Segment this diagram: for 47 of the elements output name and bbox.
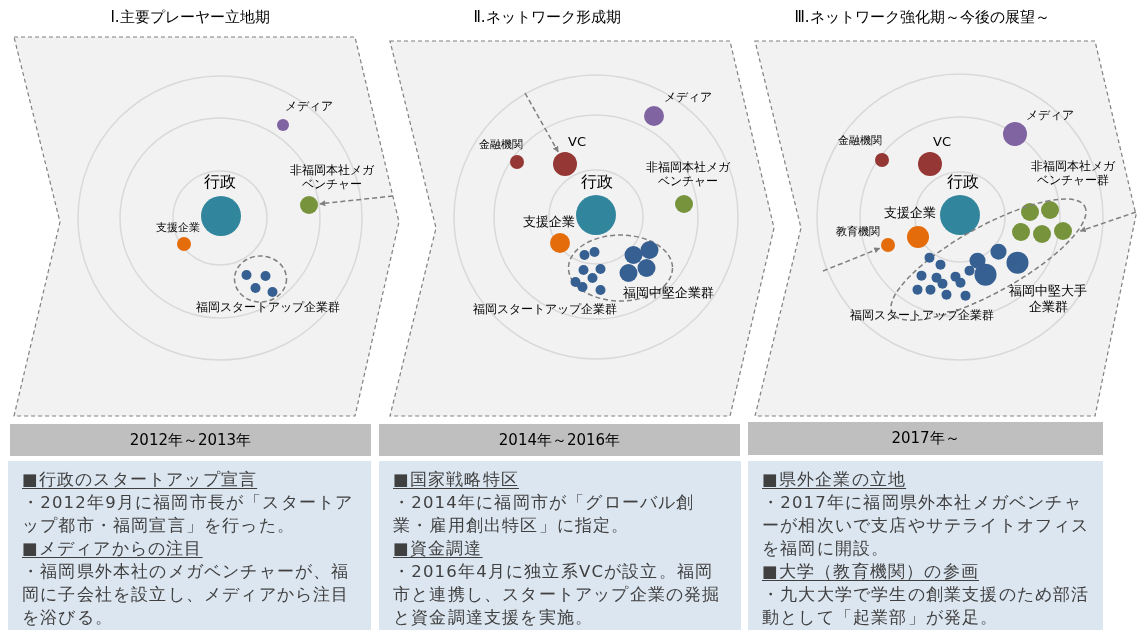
description-panel <box>379 461 741 630</box>
dashed-arrow <box>1079 211 1137 233</box>
actor-label: 非福岡本社メガベンチャー <box>289 163 375 192</box>
dashed-arrow <box>524 92 559 153</box>
actor-label: 行政 <box>946 172 980 192</box>
section-heading: ■国家戦略特区 <box>393 469 519 491</box>
period-title: Ⅰ.主要プレーヤー立地期 <box>109 8 271 26</box>
group-label: 福岡スタートアップ企業群 <box>195 300 341 315</box>
section-heading: ■大学（教育機関）の参画 <box>762 561 979 583</box>
actor-label: 非福岡本社メガベンチャー <box>645 160 731 189</box>
group-label: 福岡中堅企業群 <box>621 285 715 301</box>
period-header: 2017年～ <box>748 422 1103 455</box>
actor-label: 支援企業 <box>522 214 576 230</box>
actor-label: 非福岡本社メガベンチャー群 <box>1030 159 1116 188</box>
actor-label: 金融機関 <box>478 138 524 152</box>
actor-label: メディア <box>663 90 713 105</box>
period-title: Ⅱ.ネットワーク形成期 <box>472 8 622 26</box>
actor-label: VC <box>932 134 952 150</box>
group-label: 福岡スタートアップ企業群 <box>849 308 995 323</box>
section-text: ・2017年に福岡県外本社メガベンチャーが相次いで支店やサテライトオフィスを福岡に開設。 <box>762 492 1091 560</box>
dashed-arrow <box>319 195 394 207</box>
section-text: ・2012年9月に福岡市長が「スタートアップ都市・福岡宣言」を行った。 <box>22 492 355 537</box>
actor-label: 支援企業 <box>883 205 937 221</box>
section-heading: ■資金調達 <box>393 538 483 560</box>
actor-label: VC <box>567 134 587 150</box>
actor-label: 行政 <box>203 172 237 192</box>
period-header: 2012年～2013年 <box>10 424 371 456</box>
actor-label: メディア <box>1025 108 1075 123</box>
section-text: ・2014年に福岡市が「グローバル創業・雇用創出特区」に指定。 <box>393 492 696 537</box>
section-heading: ■メディアからの注目 <box>22 538 203 560</box>
description-panel <box>8 461 371 630</box>
group-label: 福岡スタートアップ企業群 <box>472 302 618 317</box>
section-text: ・福岡県外本社のメガベンチャーが、福岡に子会社を設立し、メディアから注目を浴びる。 <box>22 561 351 629</box>
section-text: ・2016年4月に独立系VCが設立。福岡市と連携し、スタートアップ企業の発掘と資金調達支援を実施。 <box>393 561 722 629</box>
section-heading: ■行政のスタートアップ宣言 <box>22 469 258 491</box>
actor-label: 金融機関 <box>837 134 883 148</box>
dashed-arrow <box>822 247 881 272</box>
section-text: ・九大大学で学生の創業支援のため部活動として「起業部」が発足。 <box>762 584 1091 629</box>
actor-label: メディア <box>284 99 334 114</box>
description-panel <box>748 461 1103 630</box>
period-header: 2014年～2016年 <box>379 424 740 456</box>
period-title: Ⅲ.ネットワーク強化期～今後の展望～ <box>793 8 1051 26</box>
actor-label: 支援企業 <box>155 221 201 235</box>
actor-label: 行政 <box>580 172 614 192</box>
section-heading: ■県外企業の立地 <box>762 469 907 491</box>
actor-label: 教育機関 <box>835 225 881 239</box>
group-label: 福岡中堅大手企業群 <box>1008 283 1088 315</box>
